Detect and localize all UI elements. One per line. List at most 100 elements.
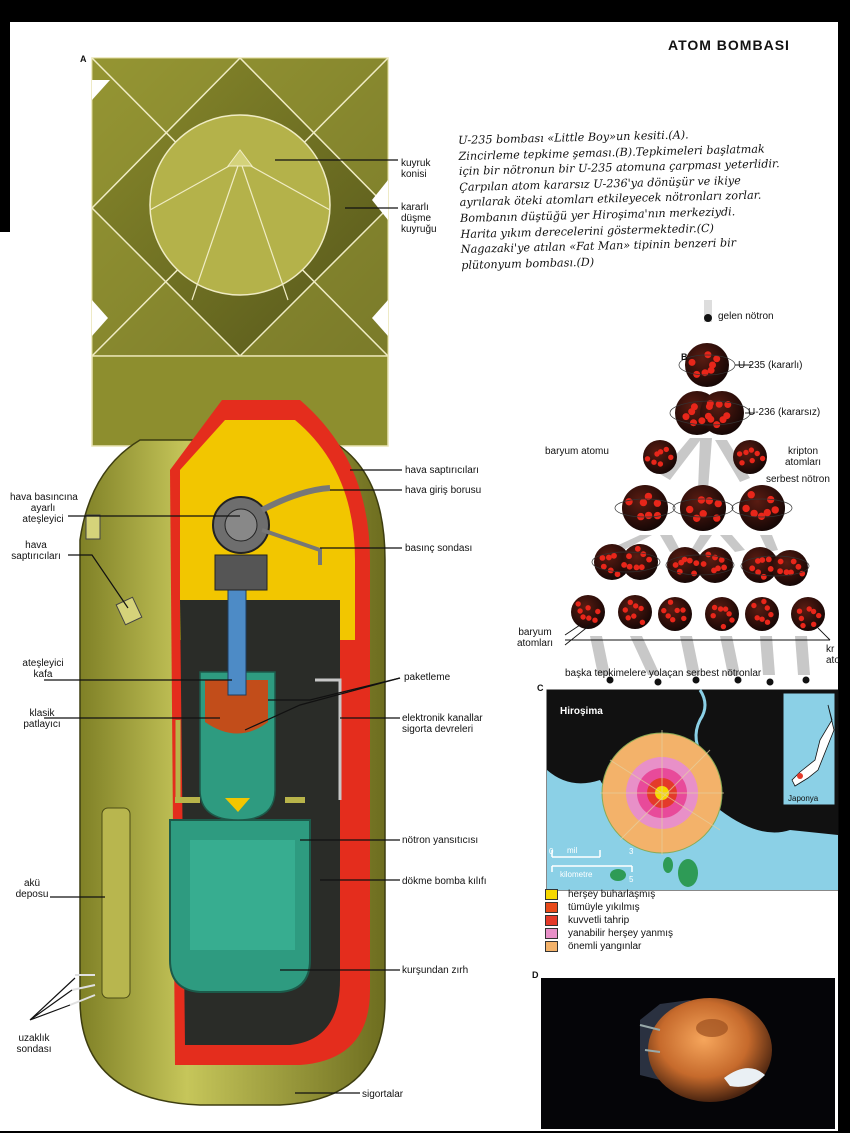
map-scale-3: 3 <box>629 847 634 856</box>
proton-dot <box>742 504 750 513</box>
label-sigortalar: sigortalar <box>362 1089 404 1100</box>
proton-dot <box>639 619 646 625</box>
label-u235: U-235 (kararlı) <box>738 360 803 371</box>
legend-item: tümüyle yıkılmış <box>545 901 640 913</box>
proton-dot <box>595 608 601 615</box>
proton-dot <box>625 615 631 621</box>
proton-dot <box>739 460 745 466</box>
proton-dot <box>811 621 817 627</box>
proton-dot <box>798 615 805 622</box>
panel-letter-a: A <box>80 54 87 64</box>
proton-dot <box>707 366 715 374</box>
proton-dot <box>749 457 755 464</box>
proton-dot <box>667 599 674 605</box>
proton-dot <box>638 564 645 571</box>
proton-dot <box>722 606 729 612</box>
nuclei <box>571 343 825 631</box>
legend-item: önemli yangınlar <box>545 940 641 952</box>
proton-dot <box>686 557 693 564</box>
proton-dot <box>665 613 671 619</box>
proton-dot <box>700 561 707 567</box>
panel-letter-b: B <box>681 352 688 362</box>
map-scale-0: 0 <box>549 847 554 856</box>
proton-dot <box>638 605 644 612</box>
map-scale-5: 5 <box>629 875 634 884</box>
proton-dot <box>714 499 722 508</box>
proton-dot <box>759 616 765 622</box>
proton-dot <box>754 450 760 457</box>
proton-dot <box>631 613 637 619</box>
proton-dot <box>698 417 706 425</box>
label-dokme-bomba-kilifi: dökme bomba kılıfı <box>402 876 487 887</box>
proton-dot <box>749 565 756 572</box>
proton-dot <box>783 569 790 576</box>
proton-dot <box>757 512 766 520</box>
proton-dot <box>663 446 669 453</box>
proton-dot <box>719 416 727 424</box>
proton-dot <box>771 506 779 514</box>
proton-dot <box>672 562 679 568</box>
proton-dot <box>765 556 772 563</box>
proton-dot <box>759 557 766 563</box>
proton-dot <box>575 601 581 607</box>
label-paketleme: paketleme <box>404 672 451 683</box>
proton-dot <box>711 604 718 611</box>
proton-dot <box>681 615 687 622</box>
label-serbest-notronlar: başka tepkimelere yolaçan serbest nötron… <box>565 668 762 679</box>
proton-dot <box>755 558 761 564</box>
label-u236: U-236 (kararsız) <box>748 407 821 418</box>
proton-dot <box>796 608 803 614</box>
proton-dot <box>777 558 784 565</box>
proton-dot <box>639 498 648 507</box>
proton-dot <box>599 555 606 561</box>
legend-item: kuvvetli tahrip <box>545 914 629 926</box>
proton-dot <box>795 563 802 570</box>
proton-dot <box>622 607 628 613</box>
label-hava-saptiricilari-right: hava saptırıcıları <box>405 465 479 476</box>
proton-dot <box>755 569 761 576</box>
proton-dot <box>810 608 817 615</box>
proton-dot <box>580 614 586 620</box>
proton-dot <box>693 560 700 566</box>
map-inset-label: Japonya <box>788 794 819 803</box>
proton-dot <box>644 456 651 462</box>
legend-swatch-4 <box>545 927 558 939</box>
proton-dot <box>777 568 783 575</box>
proton-dot <box>743 449 749 456</box>
proton-dot <box>640 551 647 558</box>
legend-item: yanabilir herşey yanmış <box>545 927 673 939</box>
proton-dot <box>726 611 732 617</box>
proton-dot <box>611 552 617 559</box>
proton-dot <box>763 508 771 517</box>
proton-dot <box>682 413 690 421</box>
proton-dot <box>711 567 717 574</box>
label-notron-yansiticisi: nötron yansıtıcısı <box>402 835 479 846</box>
legend-swatch-5 <box>545 940 558 952</box>
proton-dot <box>674 607 680 614</box>
proton-dot <box>699 510 707 518</box>
proton-dot <box>668 454 674 460</box>
proton-dot <box>713 355 721 363</box>
proton-dot <box>754 615 760 621</box>
label-serbest-notron: serbest nötron <box>766 474 830 485</box>
proton-dot <box>586 615 592 621</box>
proton-dot <box>680 607 686 613</box>
proton-dot <box>644 492 653 501</box>
proton-dot <box>607 567 614 574</box>
proton-dot <box>600 563 607 570</box>
legend-swatch-3 <box>545 914 558 926</box>
proton-dot <box>690 403 698 411</box>
proton-dot <box>634 545 641 552</box>
label-gelen-notron: gelen nötron <box>718 311 774 322</box>
